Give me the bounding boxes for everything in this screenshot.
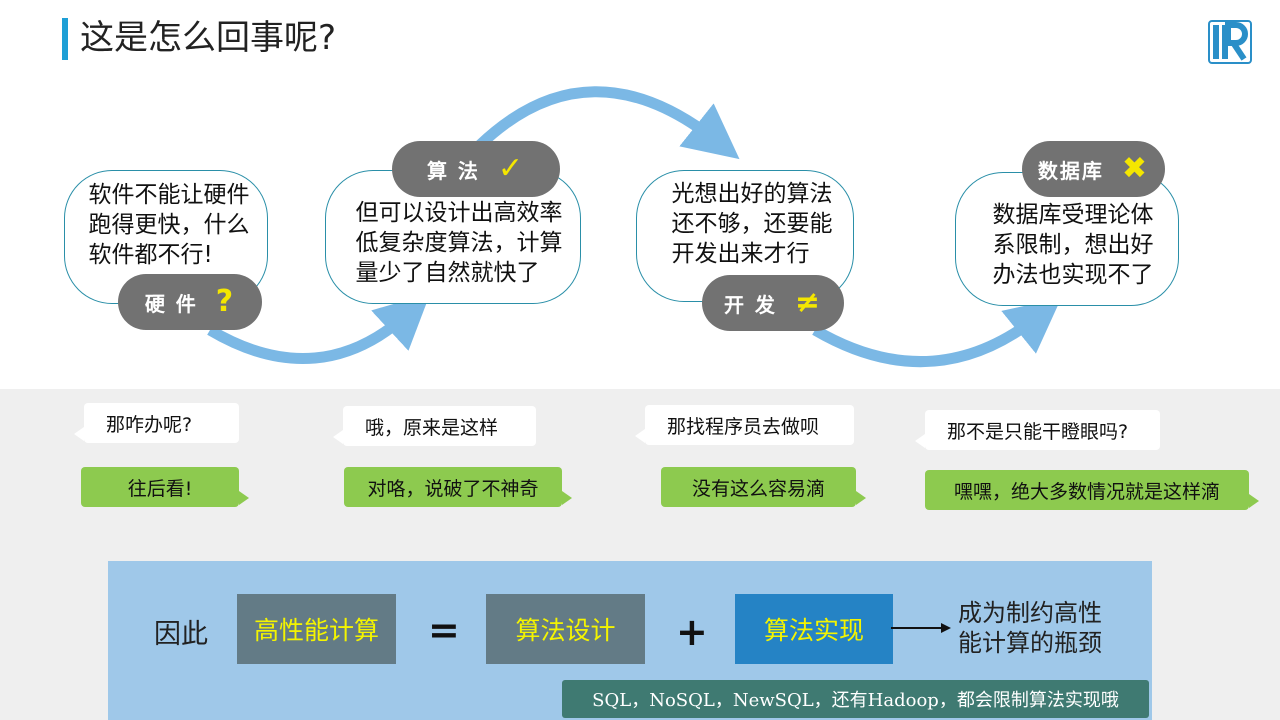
- question-icon: ?: [215, 284, 236, 319]
- pill-develop: 开 发 ≠: [702, 275, 844, 331]
- pill-label: 算 法: [426, 158, 480, 183]
- arrow-hardware-to-algorithm: [207, 293, 431, 365]
- chat-question: 哦，原来是这样: [333, 406, 536, 446]
- algorithm-design-box: 算法设计: [486, 594, 645, 664]
- pill-label: 硬 件: [144, 291, 198, 316]
- logo-icon: [1208, 20, 1252, 64]
- pill-label: 数据库: [1037, 158, 1104, 183]
- equals-sign: =: [428, 608, 460, 652]
- chat-answer: 嘿嘿，绝大多数情况就是这样滴: [925, 470, 1259, 510]
- bottleneck-text: 成为制约高性 能计算的瓶颈: [958, 599, 1102, 657]
- algorithm-implementation-box: 算法实现: [735, 594, 893, 664]
- chat-answer: 往后看!: [81, 467, 249, 507]
- arrow-develop-to-database: [812, 297, 1062, 368]
- hpc-box: 高性能计算: [237, 594, 396, 664]
- footnote-banner: SQL，NoSQL，NewSQL，还有Hadoop，都会限制算法实现哦: [562, 680, 1149, 718]
- cross-icon: ✖: [1121, 151, 1150, 186]
- chat-answer: 对咯，说破了不神奇: [344, 467, 572, 507]
- check-icon: ✓: [497, 151, 526, 186]
- chat-answer: 没有这么容易滴: [661, 467, 866, 507]
- chat-question: 那不是只能干瞪眼吗?: [915, 410, 1160, 450]
- bubble-text: 但可以设计出高效率 低复杂度算法，计算 量少了自然就快了: [355, 200, 563, 286]
- bubble-text: 软件不能让硬件 跑得更快，什么 软件都不行!: [88, 182, 250, 268]
- page-title: 这是怎么回事呢?: [80, 18, 337, 58]
- conclusion-prefix: 因此: [154, 619, 208, 650]
- pill-hardware: 硬 件 ?: [118, 274, 262, 330]
- bubble-text: 光想出好的算法 还不够，还要能 开发出来才行: [671, 181, 833, 267]
- title-accent-bar: [62, 18, 68, 60]
- not-equal-icon: ≠: [794, 285, 823, 320]
- pill-algorithm: 算 法 ✓: [392, 141, 560, 197]
- right-arrow-icon: [891, 623, 951, 633]
- arrow-algorithm-to-develop: [476, 86, 740, 160]
- bubble-develop: 光想出好的算法 还不够，还要能 开发出来才行: [636, 170, 854, 302]
- flow-arrows: [207, 86, 1062, 368]
- chat-question: 那咋办呢?: [74, 403, 239, 443]
- pill-label: 开 发: [723, 292, 777, 317]
- bubble-text: 数据库受理论体 系限制，想出好 办法也实现不了: [992, 202, 1154, 288]
- plus-sign: +: [676, 610, 708, 654]
- chat-question: 那找程序员去做呗: [635, 405, 854, 445]
- pill-database: 数据库 ✖: [1022, 141, 1165, 197]
